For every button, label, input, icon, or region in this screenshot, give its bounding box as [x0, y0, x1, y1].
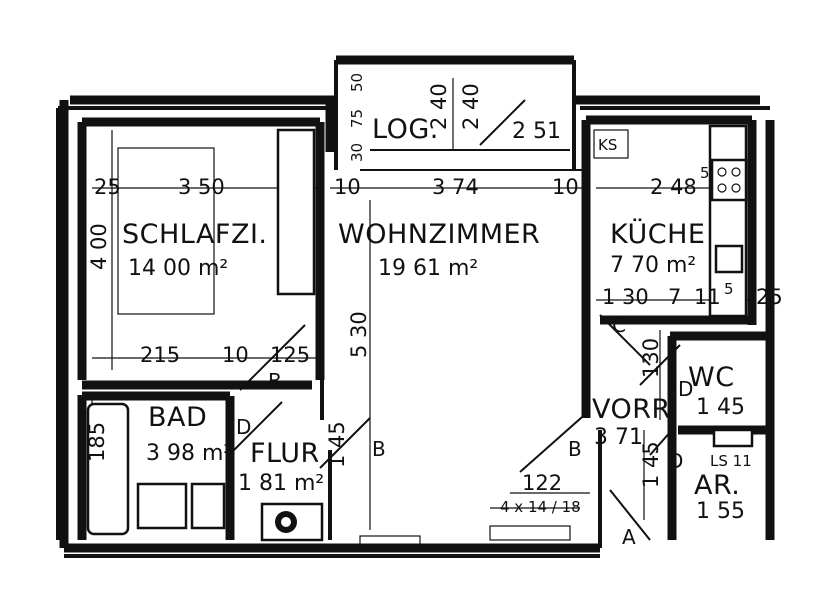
dimension-label: 75: [348, 109, 366, 128]
room-name-wohnzimmer: WOHNZIMMER: [338, 219, 540, 250]
room-area-bad: 3 98 m²: [146, 441, 232, 466]
mark-b: B: [372, 437, 386, 461]
interior-walls: [77, 115, 770, 548]
dimension-label: 5 30: [347, 311, 371, 358]
washing-machine: [136, 482, 188, 530]
room-area-wc: 1 45: [696, 395, 745, 420]
wardrobe: [276, 128, 316, 296]
mark-d: D: [236, 415, 251, 439]
room-name-kueche: KÜCHE: [610, 218, 705, 250]
room-name-wc: WC: [688, 362, 735, 393]
room-name-bad: BAD: [148, 402, 207, 433]
mark-a: A: [622, 525, 636, 549]
outer-walls: [56, 95, 775, 558]
dimension-label: 3 50: [178, 175, 225, 199]
room-name-log: LOG.: [372, 114, 439, 145]
bed-outline: [117, 147, 215, 315]
dimension-label: 7: [668, 285, 681, 309]
dimension-label: 11: [694, 285, 721, 309]
basin: [190, 482, 226, 530]
mark-d: D: [668, 449, 683, 473]
dimension-label: 1 45: [639, 441, 663, 488]
dimension-label: 125: [270, 343, 310, 367]
kitchen-counter: [708, 124, 748, 318]
mark-b: B: [568, 437, 582, 461]
bathtub: [86, 402, 130, 536]
door-swings: [231, 314, 681, 541]
toilet: [712, 428, 754, 448]
dimension-label: 25: [756, 285, 783, 309]
room-name-ar: AR.: [694, 470, 740, 501]
room-name-flur: FLUR: [250, 438, 320, 469]
dimension-label: 1 30: [602, 285, 649, 309]
dimension-label: 5: [700, 164, 710, 182]
ls-label: LS 11: [710, 452, 752, 470]
dimension-label: 2 40: [459, 83, 483, 130]
dimension-label: 4 00: [87, 223, 111, 270]
mark-b: B: [268, 369, 282, 393]
stair-marks: [359, 507, 580, 549]
stair-label: 4 x 14 / 18: [500, 498, 581, 516]
room-area-schlafzi: 14 00 m²: [128, 256, 228, 281]
boiler-icon: [260, 502, 324, 542]
room-area-flur: 1 81 m²: [238, 471, 324, 496]
dimension-label: 130: [639, 338, 663, 378]
ks-label: KS: [598, 136, 617, 154]
dimension-label: 30: [348, 143, 366, 162]
sink: [714, 244, 744, 274]
room-area-wohnzimmer: 19 61 m²: [378, 256, 478, 281]
room-area-kueche: 7 70 m²: [610, 253, 696, 278]
room-name-vorr: VORR: [592, 394, 671, 425]
room-area-log: 2 51: [512, 119, 561, 144]
mark-c: C: [612, 313, 626, 337]
dimension-label: 2 48: [650, 175, 697, 199]
dimension-label: 10: [222, 343, 249, 367]
dimension-label: 3 74: [432, 175, 479, 199]
dimension-label: 10: [552, 175, 579, 199]
dimension-label: 25: [94, 175, 121, 199]
stove-icon: [710, 158, 748, 202]
dimension-label: 2 40: [427, 83, 451, 130]
mark-d: D: [678, 377, 693, 401]
dimension-label: 10: [334, 175, 361, 199]
counter-mark: 5: [724, 280, 734, 298]
dimension-label: 122: [522, 471, 562, 495]
room-name-schlafzi: SCHLAFZI.: [122, 219, 268, 250]
room-area-ar: 1 55: [696, 499, 745, 524]
dimension-label: 1 45: [325, 421, 349, 468]
dimension-label: 50: [348, 73, 366, 92]
dimension-label: 215: [140, 343, 180, 367]
dimension-label: 185: [85, 422, 109, 462]
ks-box: [593, 129, 629, 159]
room-area-vorr: 3 71: [594, 425, 643, 450]
loggia: [334, 55, 590, 171]
